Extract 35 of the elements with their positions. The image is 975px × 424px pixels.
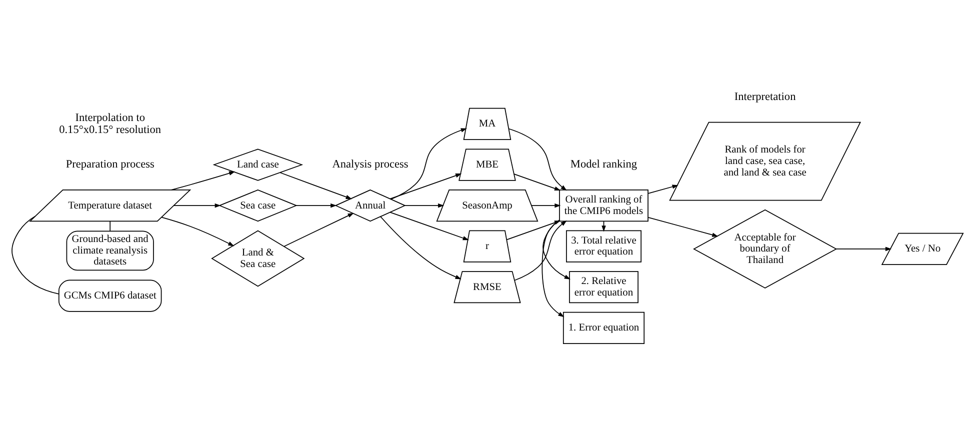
arrow: [280, 172, 352, 199]
node-box: Overall ranking of the CMIP6 models: [559, 189, 648, 222]
arrow: [404, 202, 444, 208]
arrow: [508, 128, 567, 190]
node-diamond: Sea case: [218, 188, 298, 222]
node-box: GCMs CMIP6 dataset: [58, 279, 162, 312]
arrow: [836, 246, 892, 251]
node-box: 3. Total relative error equation: [566, 230, 642, 262]
node-diamond: Land & Sea case: [211, 230, 305, 286]
arrow: [531, 202, 561, 208]
arrow: [173, 202, 221, 208]
connector: [110, 220, 111, 231]
label: Model ranking: [570, 158, 638, 170]
label: Interpretation: [734, 90, 796, 103]
arrow: [514, 173, 561, 190]
connector: [12, 215, 60, 294]
label: Interpolation to 0.15°x0.15° resolution: [59, 111, 162, 136]
arrow: [161, 216, 234, 246]
arrow: [284, 212, 354, 246]
node-box: 1. Error equation: [562, 311, 645, 344]
node-diamond: Acceptable for boundary of Thailand: [693, 208, 838, 288]
node-diamond: Annual: [334, 188, 406, 222]
arrow: [390, 128, 467, 200]
arrow: [390, 211, 469, 240]
arrow: [380, 216, 462, 279]
node-diamond: Land case: [212, 148, 304, 180]
node-box: Ground-based and climate reanalysis datasets: [66, 230, 154, 270]
arrow: [171, 170, 236, 190]
arrow: [648, 216, 718, 236]
label: Preparation process: [66, 158, 154, 170]
arrow: [390, 173, 462, 199]
node-box: 2. Relative error equation: [569, 270, 638, 303]
label: Analysis process: [332, 158, 408, 170]
arrow: [296, 202, 337, 208]
arrow: [648, 184, 678, 194]
